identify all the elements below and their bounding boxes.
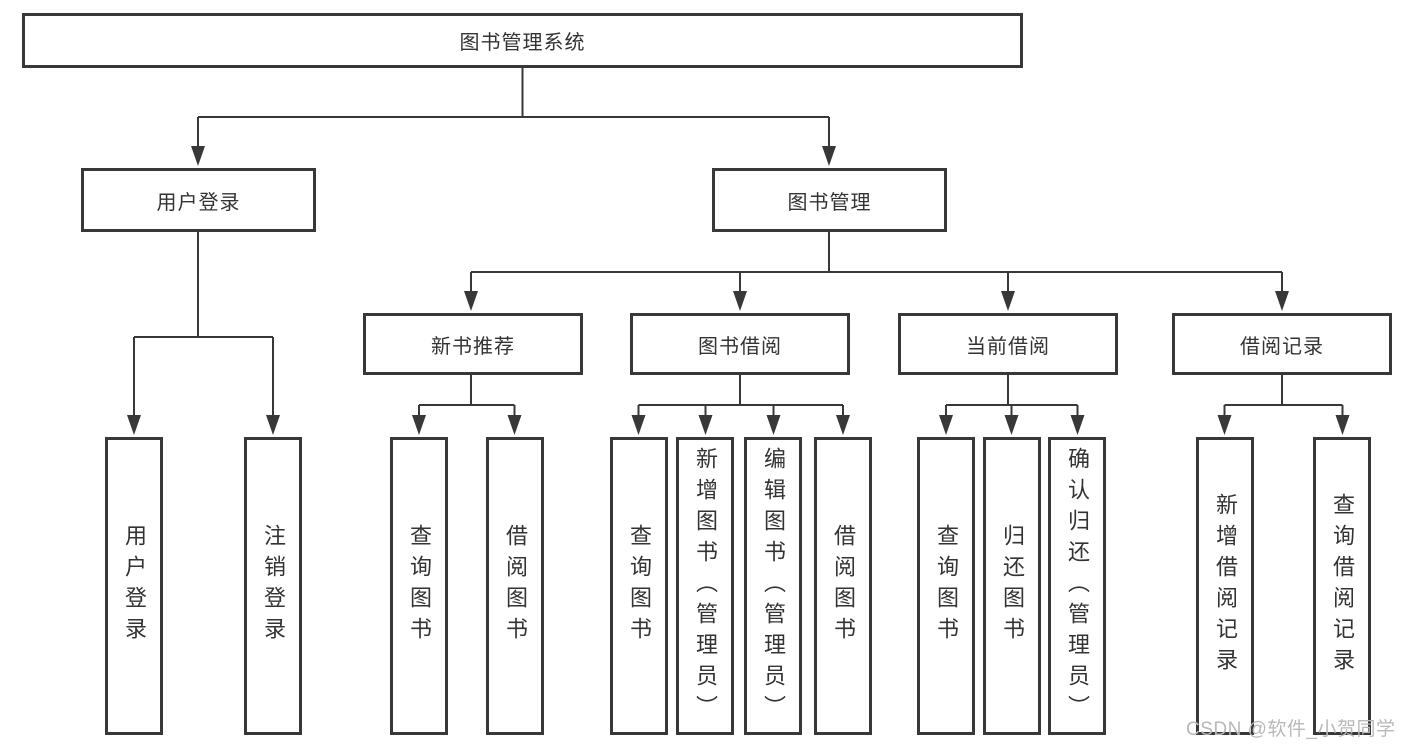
leaf-confirm-return-admin: 确认归还（管理员） xyxy=(1048,437,1106,735)
leaf-add-book-admin-label: 新增图书（管理员） xyxy=(693,446,718,726)
leaf-query-book-2: 查询图书 xyxy=(610,437,668,735)
node-borrow-records: 借阅记录 xyxy=(1172,313,1392,375)
node-user-login: 用户登录 xyxy=(81,168,316,232)
leaf-borrow-book-2: 借阅图书 xyxy=(814,437,872,735)
leaf-query-book-3: 查询图书 xyxy=(917,437,975,735)
leaf-logout: 注销登录 xyxy=(244,437,302,735)
elbow-connectors xyxy=(133,68,1344,417)
node-book-borrow: 图书借阅 xyxy=(630,313,850,375)
leaf-query-book-1-label: 查询图书 xyxy=(407,524,432,648)
leaf-query-book-2-label: 查询图书 xyxy=(627,524,652,648)
leaf-confirm-return-admin-label: 确认归还（管理员） xyxy=(1065,446,1090,726)
node-book-management: 图书管理 xyxy=(712,168,947,232)
leaf-query-book-1: 查询图书 xyxy=(390,437,448,735)
leaf-borrow-book-1: 借阅图书 xyxy=(486,437,544,735)
leaf-add-borrow-record: 新增借阅记录 xyxy=(1196,437,1254,735)
leaf-user-login-label: 用户登录 xyxy=(122,524,147,648)
leaf-borrow-book-2-label: 借阅图书 xyxy=(831,524,856,648)
node-current-borrow: 当前借阅 xyxy=(898,313,1118,375)
node-new-book-recommend: 新书推荐 xyxy=(363,313,583,375)
leaf-edit-book-admin-label: 编辑图书（管理员） xyxy=(761,446,786,726)
leaf-query-borrow-record: 查询借阅记录 xyxy=(1313,437,1371,735)
leaf-return-book-label: 归还图书 xyxy=(1000,524,1025,648)
node-user-login-label: 用户登录 xyxy=(156,191,241,214)
leaf-query-book-3-label: 查询图书 xyxy=(934,524,959,648)
leaf-borrow-book-1-label: 借阅图书 xyxy=(503,524,528,648)
node-new-book-recommend-label: 新书推荐 xyxy=(431,335,515,358)
leaf-user-login: 用户登录 xyxy=(105,437,163,735)
arrowhead-icons xyxy=(127,146,1350,435)
leaf-add-borrow-record-label: 新增借阅记录 xyxy=(1213,493,1238,679)
leaf-logout-label: 注销登录 xyxy=(261,524,286,648)
node-root-label: 图书管理系统 xyxy=(459,32,586,54)
leaf-return-book: 归还图书 xyxy=(983,437,1041,735)
node-current-borrow-label: 当前借阅 xyxy=(966,335,1050,358)
leaf-query-borrow-record-label: 查询借阅记录 xyxy=(1330,493,1355,679)
node-root: 图书管理系统 xyxy=(22,13,1023,68)
node-borrow-records-label: 借阅记录 xyxy=(1240,335,1324,358)
node-book-borrow-label: 图书借阅 xyxy=(698,335,782,358)
csdn-watermark: CSDN @软件_小贺同学 xyxy=(1186,719,1396,740)
leaf-add-book-admin: 新增图书（管理员） xyxy=(676,437,734,735)
leaf-edit-book-admin: 编辑图书（管理员） xyxy=(744,437,802,735)
node-book-management-label: 图书管理 xyxy=(787,191,872,214)
